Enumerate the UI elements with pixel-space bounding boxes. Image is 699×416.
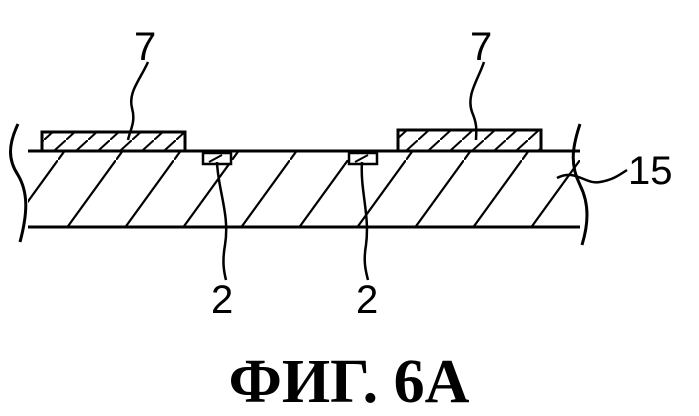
- figure-caption: ФИГ. 6А: [229, 348, 470, 416]
- leader-layer-left: [128, 62, 148, 140]
- label-substrate: 15: [628, 149, 673, 193]
- layer-left: [42, 132, 185, 151]
- leader-layer-right: [470, 62, 484, 140]
- label-element-right: 2: [356, 278, 378, 322]
- layer-right: [398, 130, 541, 151]
- label-layer-right: 7: [470, 25, 492, 69]
- substrate: [28, 150, 580, 227]
- label-layer-left: 7: [134, 25, 156, 69]
- left-break-line: [11, 124, 26, 242]
- label-element-left: 2: [211, 278, 233, 322]
